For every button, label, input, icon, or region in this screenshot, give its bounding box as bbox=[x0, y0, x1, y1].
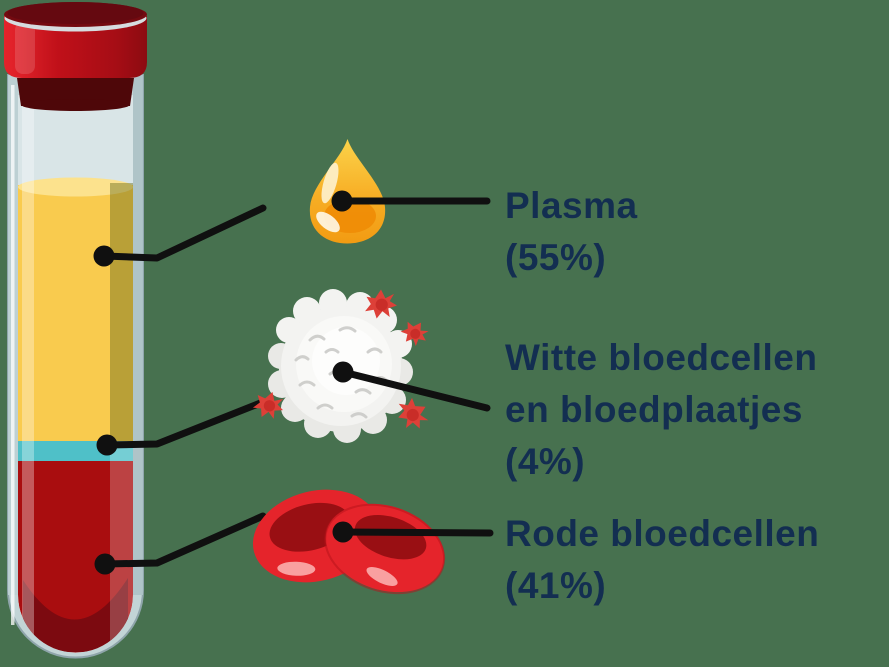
plasma-drop-icon bbox=[309, 139, 386, 244]
buffy-tube-connector-line bbox=[103, 398, 267, 449]
red-blood-cells-icon bbox=[252, 489, 446, 595]
white-cells-label: Witte bloedcellen en bloedplaatjes (4%) bbox=[505, 332, 817, 488]
rbc-icon-dot bbox=[332, 521, 354, 543]
wbc-icon-dot bbox=[332, 361, 354, 383]
tube-cap bbox=[4, 2, 147, 78]
buffy-tube-dot bbox=[96, 434, 118, 456]
tube-stopper bbox=[17, 78, 134, 106]
red-cells-layer bbox=[18, 461, 133, 653]
blood-test-tube bbox=[4, 2, 147, 659]
plasma-tube-connector-line bbox=[100, 204, 267, 262]
rbc-icon-connector-line bbox=[339, 528, 494, 537]
wbc-icon-connector-line bbox=[339, 368, 491, 412]
red-tube-dot bbox=[94, 553, 116, 575]
plasma-label: Plasma (55%) bbox=[505, 180, 638, 284]
red-cells-label-name: Rode bloedcellen bbox=[505, 513, 820, 554]
plasma-label-name: Plasma bbox=[505, 185, 638, 226]
plasma-icon-dot bbox=[331, 190, 353, 212]
plasma-layer bbox=[18, 185, 133, 443]
white-cells-label-percent: (4%) bbox=[505, 441, 586, 482]
white-cells-label-line2: en bloedplaatjes bbox=[505, 389, 803, 430]
plasma-label-percent: (55%) bbox=[505, 237, 607, 278]
red-cells-label: Rode bloedcellen (41%) bbox=[505, 508, 819, 612]
plasma-tube-dot bbox=[93, 245, 115, 267]
white-cells-label-line1: Witte bloedcellen bbox=[505, 337, 818, 378]
red-tube-connector-line bbox=[101, 512, 267, 568]
red-cells-label-percent: (41%) bbox=[505, 565, 607, 606]
